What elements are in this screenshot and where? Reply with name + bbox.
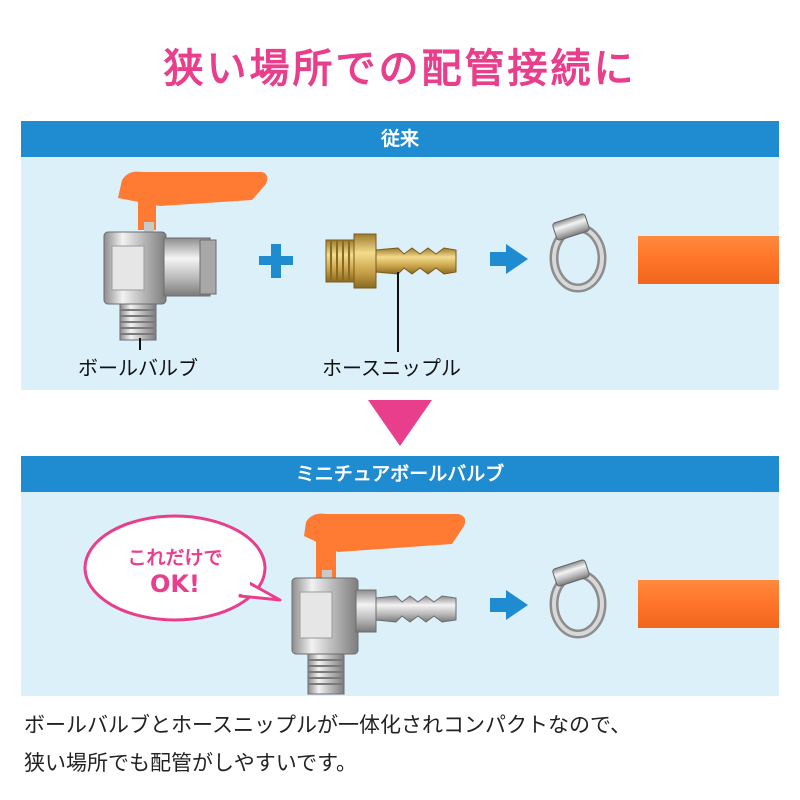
description: ボールバルブとホースニップルが一体化されコンパクトなので、 狭い場所でも配管がし… [24,706,784,782]
hose-clamp-image [549,213,607,293]
hose-clamp-image [549,559,607,639]
bubble-line-1: これだけで [127,547,223,569]
down-arrow-icon [368,400,432,446]
hose-nipple-image [325,233,457,289]
arrow-right-icon [490,244,528,274]
speech-bubble [83,514,282,622]
plus-icon [259,244,293,278]
miniature-ball-valve-image [291,513,466,695]
after-header: ミニチュアボールバルブ [21,456,779,492]
ball-valve-label: ボールバルブ [78,356,198,380]
hose-image [638,580,779,628]
before-header: 従来 [21,121,779,157]
page-title: 狭い場所での配管接続に [163,46,637,92]
ball-valve-image [103,171,268,341]
bubble-text: これだけで OK! [95,545,255,597]
bubble-line-2: OK! [150,570,200,598]
description-line-2: 狭い場所でも配管がしやすいです。 [24,751,358,775]
hose-nipple-label: ホースニップル [322,356,461,380]
description-line-1: ボールバルブとホースニップルが一体化されコンパクトなので、 [24,713,632,737]
hose-image [638,236,779,284]
arrow-right-icon [490,590,528,620]
